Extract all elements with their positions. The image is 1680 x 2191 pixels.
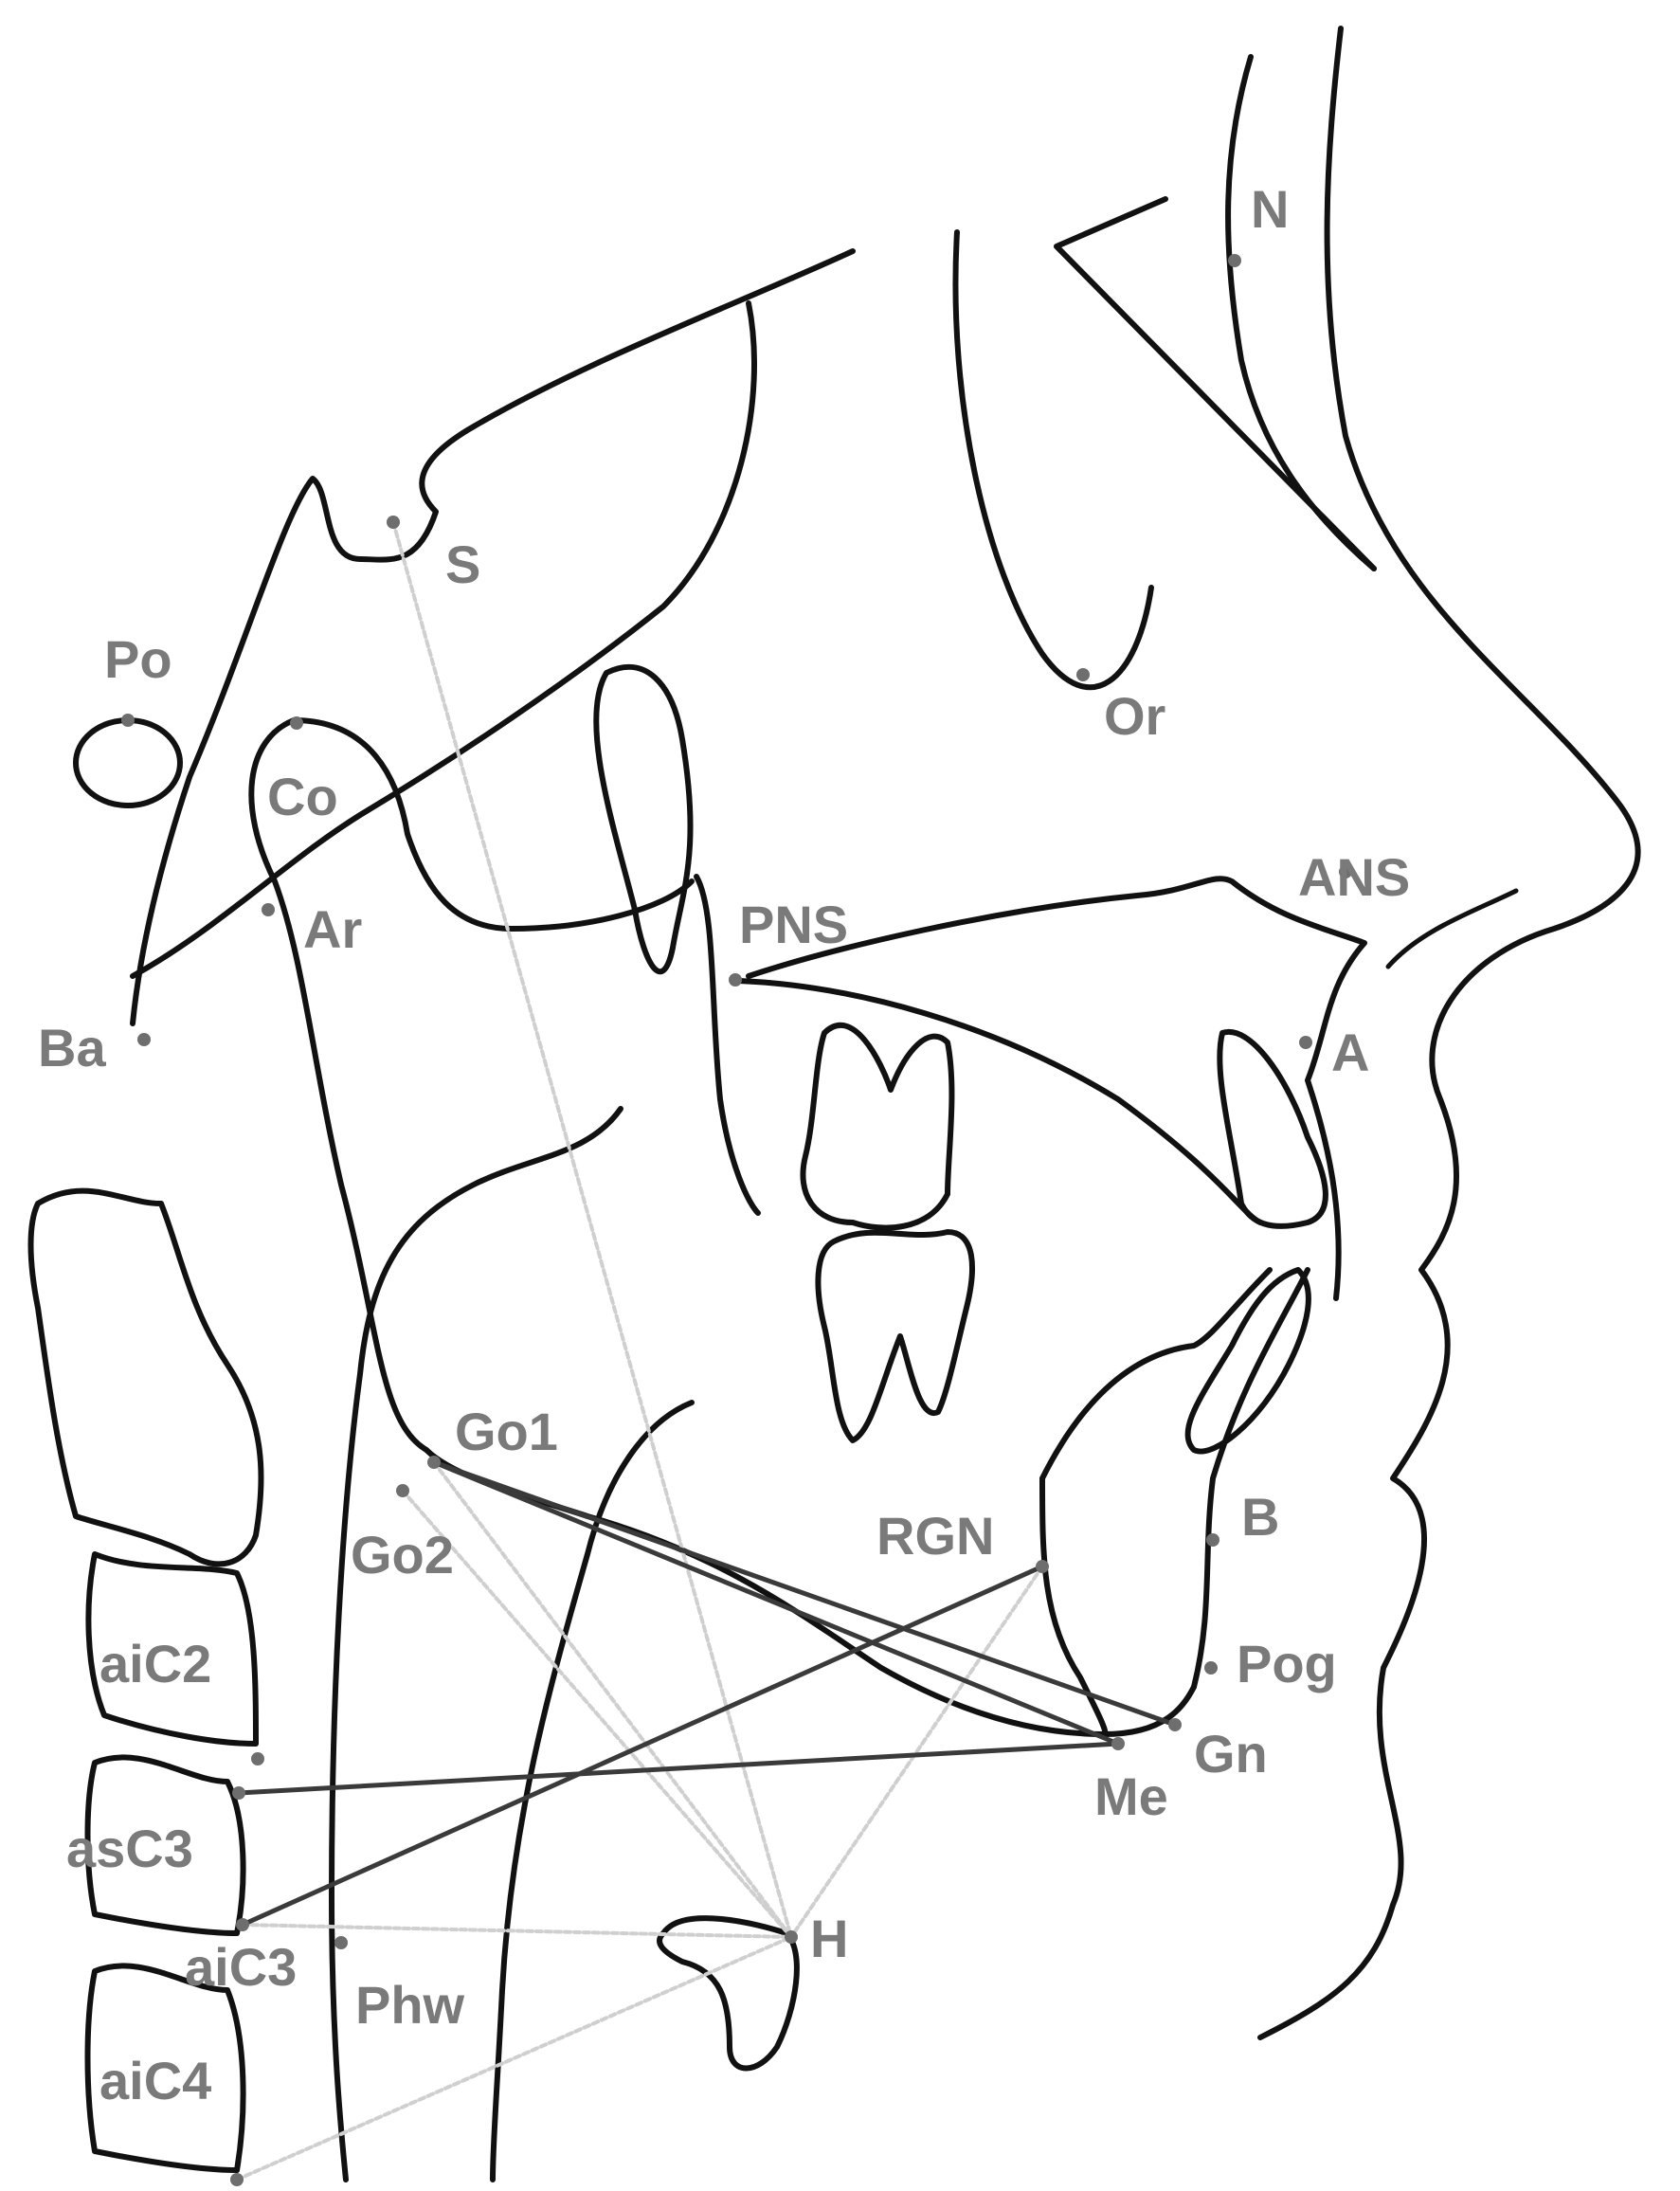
landmark-label-pog: Pog xyxy=(1237,1634,1337,1693)
landmark-point-aic3 xyxy=(236,1918,249,1931)
landmark-point-or xyxy=(1076,668,1090,681)
landmark-label-go2: Go2 xyxy=(351,1525,454,1584)
line-go1-me xyxy=(431,1459,1121,1747)
landmark-label-ans: ANS xyxy=(1298,847,1410,907)
landmark-label-n: N xyxy=(1251,179,1289,239)
landmark-label-gn: Gn xyxy=(1194,1724,1268,1784)
upper-molar xyxy=(800,1022,955,1231)
line-rgn-h xyxy=(789,1565,1044,1939)
landmark-point-phw xyxy=(334,1936,348,1949)
landmark-point-a xyxy=(1299,1036,1312,1049)
vertebra-c4 xyxy=(84,1963,246,2173)
landmark-label-aic3: aiC3 xyxy=(185,1937,297,1997)
landmark-point-rgn xyxy=(1036,1560,1049,1573)
pharyngeal-wall xyxy=(329,1106,623,2182)
line-go1-gn xyxy=(431,1459,1178,1728)
line-aic3-h xyxy=(241,1923,793,1939)
line-go1-h xyxy=(432,1460,793,1939)
line-aic3-rgn xyxy=(240,1564,1045,1928)
line-asc3-me xyxy=(236,1741,1121,1796)
landmark-point-h xyxy=(785,1930,798,1944)
landmark-point-co xyxy=(290,716,303,730)
landmark-label-rgn: RGN xyxy=(876,1506,994,1566)
landmark-point-gn xyxy=(1168,1718,1182,1731)
landmark-point-pog xyxy=(1204,1661,1218,1675)
landmark-label-aic4: aiC4 xyxy=(99,2051,211,2110)
landmark-label-phw: Phw xyxy=(355,1975,465,2035)
orbit-contour xyxy=(952,229,1154,690)
landmark-point-ba xyxy=(137,1033,151,1046)
nasal-bone xyxy=(1054,196,1377,571)
landmark-point-aic2 xyxy=(251,1752,264,1765)
vertebra-c2 xyxy=(27,1187,264,1567)
landmark-label-pns: PNS xyxy=(739,895,848,954)
landmark-point-go1 xyxy=(427,1456,441,1469)
landmark-point-go2 xyxy=(396,1484,409,1497)
lower-incisor xyxy=(1184,1267,1311,1455)
palate-nasal-floor xyxy=(746,876,1367,1301)
landmark-label-a: A xyxy=(1331,1023,1369,1082)
landmark-label-go1: Go1 xyxy=(455,1402,558,1461)
landmark-label-aic2: aiC2 xyxy=(99,1634,211,1693)
line-aic4-h xyxy=(235,1935,793,2182)
landmark-point-n xyxy=(1228,254,1241,267)
landmark-point-b xyxy=(1206,1533,1219,1547)
vertebra-c2-body xyxy=(85,1551,259,1747)
line-s-h xyxy=(391,520,793,1939)
landmark-point-po xyxy=(121,714,135,727)
landmark-point-ar xyxy=(262,903,275,916)
landmark-point-ans xyxy=(1339,865,1352,878)
landmark-point-asc3 xyxy=(232,1786,245,1800)
landmark-label-ba: Ba xyxy=(38,1018,106,1077)
dark-measurement-lines xyxy=(236,1459,1178,1928)
anatomical-tracing xyxy=(27,26,1641,2182)
condyle-outline xyxy=(291,717,695,932)
posterior-pharynx-line xyxy=(490,1400,695,2182)
landmark-label-b: B xyxy=(1241,1487,1279,1547)
palate-oral xyxy=(736,978,1263,1225)
landmark-label-s: S xyxy=(445,534,480,594)
landmark-point-pns xyxy=(729,973,742,987)
landmark-label-me: Me xyxy=(1094,1766,1168,1826)
lower-molar xyxy=(815,1229,975,1443)
landmark-point-s xyxy=(387,516,400,529)
landmark-label-or: Or xyxy=(1104,686,1165,746)
upper-incisor xyxy=(1217,1028,1328,1229)
soft-tissue-profile-outer xyxy=(1257,26,1641,2040)
hyoid-bone xyxy=(657,1915,800,2072)
posterior-maxilla xyxy=(694,874,761,1216)
landmark-point-me xyxy=(1111,1737,1125,1750)
light-measurement-lines xyxy=(235,520,1044,2182)
landmark-label-asc3: asC3 xyxy=(66,1819,193,1878)
pterygoid-plate xyxy=(593,663,694,975)
landmark-label-h: H xyxy=(810,1909,848,1968)
landmark-label-co: Co xyxy=(267,767,338,826)
chin-anterior xyxy=(1191,1267,1310,1690)
landmark-label-ar: Ar xyxy=(303,899,362,959)
porion-ellipse xyxy=(73,717,183,808)
anterior-cranial-base xyxy=(130,248,856,1026)
upper-lip-contour xyxy=(1385,888,1519,969)
vertebra-c3 xyxy=(84,1754,246,1936)
line-go2-h xyxy=(401,1489,793,1939)
sphenoid-contour xyxy=(130,300,757,979)
landmark-point-aic4 xyxy=(230,2173,244,2186)
symphysis xyxy=(1039,1267,1273,1737)
landmark-label-po: Po xyxy=(104,629,172,689)
